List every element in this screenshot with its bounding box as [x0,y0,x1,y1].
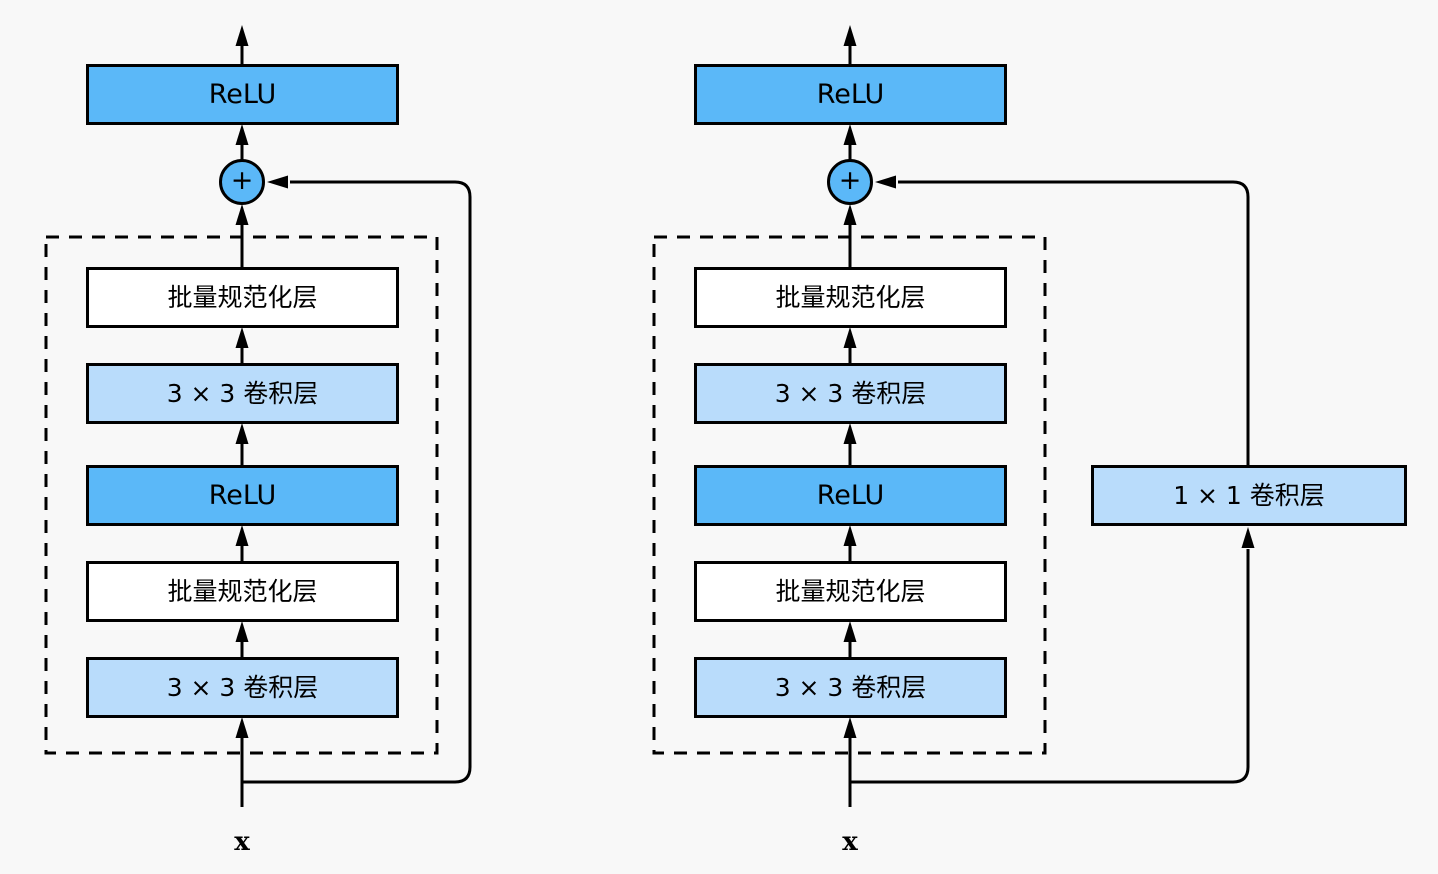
arrowhead [843,124,857,145]
left-input-label: x [234,827,250,857]
right-skip-connection-upper [898,180,1250,465]
right-output-relu-box: ReLU [694,64,1007,125]
left-conv3x3-layer-1: 3 × 3 卷积层 [86,657,399,718]
arrowhead [235,124,249,145]
arrowhead [235,423,249,444]
arrowhead [235,525,249,546]
arrowhead [235,717,249,738]
right-add-node: + [827,159,873,205]
left-skip-connection [242,180,472,784]
left-conv3x3-layer-2: 3 × 3 卷积层 [86,363,399,424]
arrowhead [235,204,249,225]
arrowhead [843,717,857,738]
right-conv1x1-shortcut-layer: 1 × 1 卷积层 [1091,465,1407,526]
right-batchnorm-layer-2: 批量规范化层 [694,267,1007,328]
right-input-label: x [842,827,858,857]
arrowhead [843,204,857,225]
right-inner-relu-box: ReLU [694,465,1007,526]
arrowhead [843,25,857,46]
arrowhead [235,327,249,348]
arrowhead [843,423,857,444]
arrowhead [843,621,857,642]
arrowhead [843,327,857,348]
right-conv3x3-layer-2: 3 × 3 卷积层 [694,363,1007,424]
arrowhead [875,175,896,189]
arrowhead [235,25,249,46]
arrowhead [235,621,249,642]
right-batchnorm-layer-1: 批量规范化层 [694,561,1007,622]
left-output-relu-box: ReLU [86,64,399,125]
right-conv3x3-layer-1: 3 × 3 卷积层 [694,657,1007,718]
left-batchnorm-layer-2: 批量规范化层 [86,267,399,328]
left-inner-relu-box: ReLU [86,465,399,526]
right-skip-connection-lower [850,549,1250,784]
arrowhead [267,175,288,189]
arrowhead [843,525,857,546]
left-batchnorm-layer-1: 批量规范化层 [86,561,399,622]
left-add-node: + [219,159,265,205]
arrowhead [1241,527,1255,548]
